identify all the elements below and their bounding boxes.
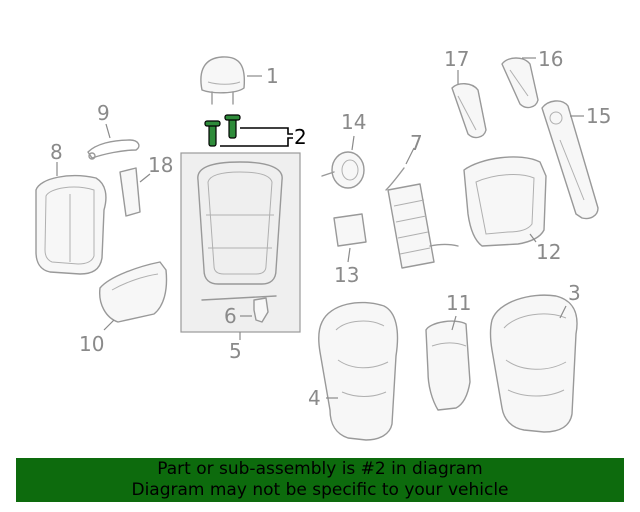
part-1-headrest[interactable]: 1 xyxy=(200,56,279,105)
part-5-frame-assembly[interactable]: 5 xyxy=(180,152,301,363)
part-14-speaker[interactable]: 14 xyxy=(321,110,366,189)
callout-15: 15 xyxy=(586,104,611,128)
callout-18: 18 xyxy=(148,153,173,177)
part-9-clip[interactable]: 9 xyxy=(87,101,140,160)
part-6-bracket[interactable]: 6 xyxy=(224,297,269,328)
callout-5: 5 xyxy=(229,339,242,363)
callout-12: 12 xyxy=(536,240,561,264)
part-15-side-panel[interactable]: 15 xyxy=(541,100,611,220)
part-10-lower-trim[interactable]: 10 xyxy=(79,261,168,356)
callout-6: 6 xyxy=(224,304,237,328)
part-7-harness[interactable]: 7 xyxy=(385,131,459,269)
part-17-trim[interactable]: 17 xyxy=(444,47,487,139)
callout-1: 1 xyxy=(266,64,279,88)
callout-13: 13 xyxy=(334,263,359,287)
callout-11: 11 xyxy=(446,291,471,315)
callout-7: 7 xyxy=(410,131,423,155)
part-12-back-frame[interactable]: 12 xyxy=(463,156,561,264)
banner-line-2: Diagram may not be specific to your vehi… xyxy=(131,480,509,500)
callout-16: 16 xyxy=(538,47,563,71)
callout-10: 10 xyxy=(79,332,104,356)
part-2-headrest-guides[interactable]: 2 xyxy=(204,114,307,149)
part-3-seat-back-cushion[interactable]: 3 xyxy=(489,281,581,433)
banner-line-1: Part or sub-assembly is #2 in diagram xyxy=(157,459,483,479)
info-banner: Part or sub-assembly is #2 in diagram Di… xyxy=(16,458,624,502)
callout-17: 17 xyxy=(444,47,469,71)
callout-9: 9 xyxy=(97,101,110,125)
part-16-cover[interactable]: 16 xyxy=(501,47,563,109)
callout-4: 4 xyxy=(308,386,321,410)
part-18-strip[interactable]: 18 xyxy=(119,153,173,217)
callout-2: 2 xyxy=(294,125,307,149)
part-8-seat-back-panel[interactable]: 8 xyxy=(35,140,107,275)
part-13-pad[interactable]: 13 xyxy=(333,213,367,287)
callout-8: 8 xyxy=(50,140,63,164)
callout-3: 3 xyxy=(568,281,581,305)
callout-14: 14 xyxy=(341,110,366,134)
part-11-pad[interactable]: 11 xyxy=(425,291,471,411)
part-4-seat-back-cover[interactable]: 4 xyxy=(308,301,399,441)
